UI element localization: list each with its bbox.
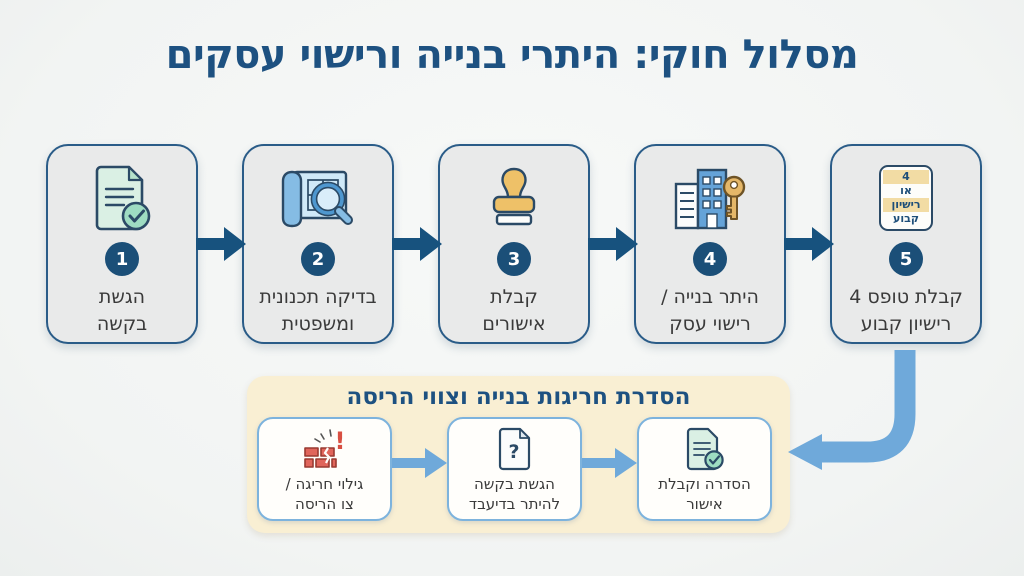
step-box-5: 4 או רישיון קבוע 5 קבלת טופס 4 רישיון קב… [830,144,982,344]
step-label: בדיקה תכנונית ומשפטית [259,286,377,335]
document-question-icon: ? [498,427,530,471]
document-check-icon [686,427,724,471]
form4-license-card-icon: 4 או רישיון קבוע [879,165,933,231]
step-box-2: 2 בדיקה תכנונית ומשפטית [242,144,394,344]
svg-text:?: ? [508,441,519,463]
step-label: קבלת אישורים [482,286,546,335]
step-box-3: 3 קבלת אישורים [438,144,590,344]
exceptions-panel-title: הסדרת חריגות בנייה וצווי הריסה [346,384,691,410]
building-key-icon [674,168,746,230]
step-number-badge: 2 [301,242,335,276]
sub-step-label: הסדרה וקבלת אישור [658,475,751,513]
svg-text:!: ! [334,427,345,455]
blueprint-magnifier-icon [281,170,353,228]
sub-flow-arrow-2 [582,448,637,478]
step-label: הגשת בקשה [96,286,148,335]
flow-arrow-2 [392,227,442,261]
flow-arrow-3 [588,227,638,261]
sub-step-label: גילוי חריגה / צו הריסה [285,475,364,513]
step-box-1: 1 הגשת בקשה [46,144,198,344]
step-number-badge: 5 [889,242,923,276]
sub-step-box-2: ? הגשת בקשה להיתר בדיעבד [447,417,582,521]
step-label: היתר בנייה / רישוי עסק [661,286,759,335]
page-title: מסלול חוקי: היתרי בנייה ורישוי עסקים [165,32,859,78]
sub-step-box-3: הסדרה וקבלת אישור [637,417,772,521]
step-box-4: 4 היתר בנייה / רישוי עסק [634,144,786,344]
step-number-badge: 4 [693,242,727,276]
rubber-stamp-icon [492,167,536,226]
broken-wall-alert-icon: ! [303,427,345,468]
step-number-badge: 1 [105,242,139,276]
flow-arrow-4 [784,227,834,261]
sub-flow-arrow-1 [392,448,447,478]
sub-step-label: הגשת בקשה להיתר בדיעבד [468,475,561,513]
document-check-icon [95,165,151,231]
step-number-badge: 3 [497,242,531,276]
sub-step-box-1: ! גילוי חריגה / צו הריסה [257,417,392,521]
flow-arrow-1 [196,227,246,261]
return-curved-arrow [788,350,916,470]
step-label: קבלת טופס 4 רישיון קבוע [849,286,963,335]
